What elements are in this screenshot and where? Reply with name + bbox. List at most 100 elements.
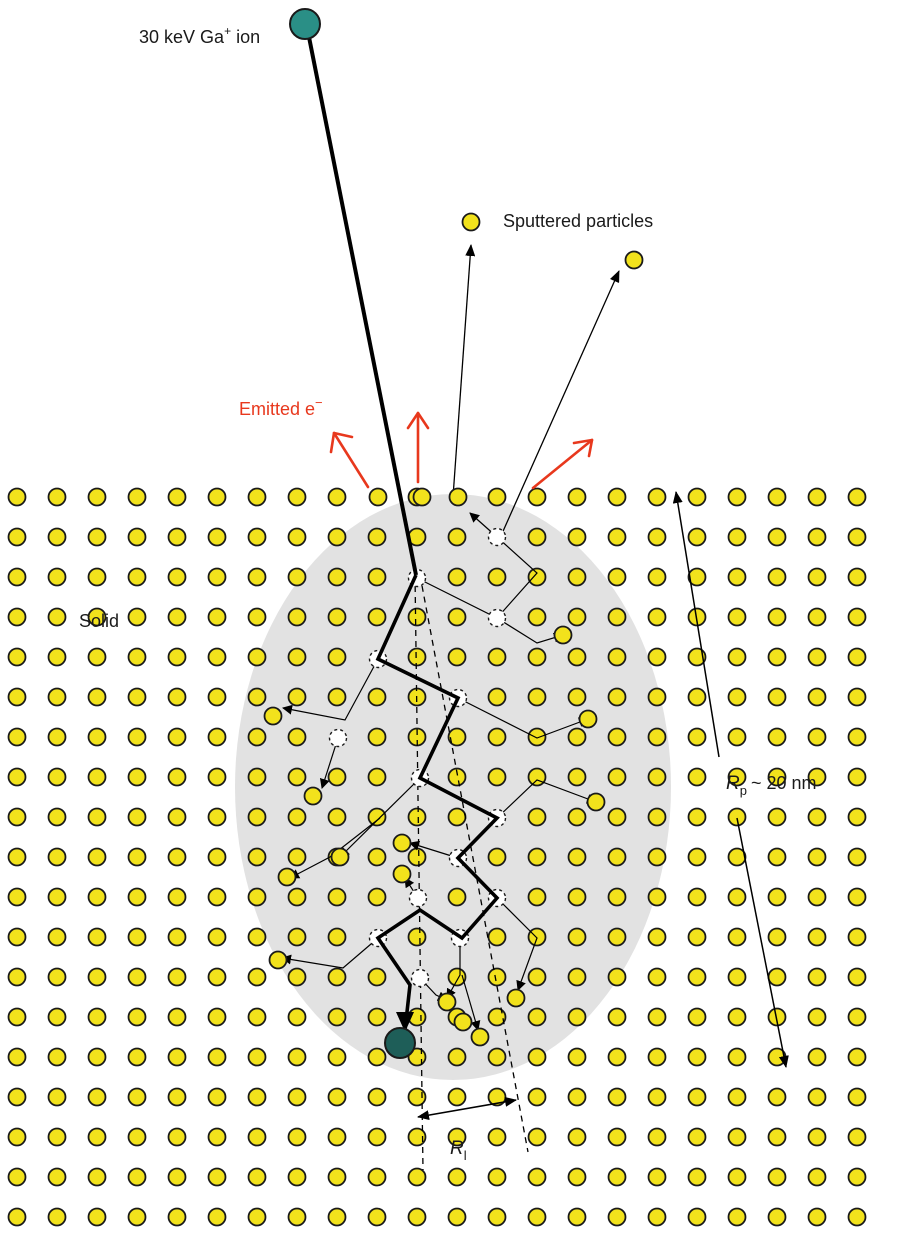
lattice-atom bbox=[487, 927, 507, 947]
lattice-atom bbox=[847, 967, 867, 987]
lattice-atom bbox=[207, 1127, 227, 1147]
lattice-atom bbox=[847, 887, 867, 907]
displaced-atom bbox=[330, 847, 350, 867]
lattice-atom bbox=[407, 1207, 427, 1227]
lattice-atom bbox=[327, 1007, 347, 1027]
lattice-atom bbox=[7, 567, 27, 587]
lattice-atom bbox=[87, 1047, 107, 1067]
lattice-atom bbox=[367, 847, 387, 867]
lattice-atom bbox=[247, 647, 267, 667]
lattice-atom bbox=[367, 527, 387, 547]
displaced-atom bbox=[412, 487, 432, 507]
lattice-atom bbox=[327, 927, 347, 947]
ion-path-arrowhead bbox=[396, 1012, 414, 1032]
lattice-atom bbox=[287, 1007, 307, 1027]
straggle-guide-left bbox=[414, 574, 424, 1171]
lattice-atom bbox=[767, 807, 787, 827]
lattice-atom bbox=[287, 807, 307, 827]
lattice-atom bbox=[727, 927, 747, 947]
lattice-atom bbox=[167, 767, 187, 787]
lattice-atom bbox=[607, 1207, 627, 1227]
lattice-atom bbox=[327, 647, 347, 667]
lattice-atom bbox=[367, 967, 387, 987]
lattice-atom bbox=[767, 767, 787, 787]
displaced-atom bbox=[624, 250, 644, 270]
lattice-atom bbox=[487, 767, 507, 787]
lattice-atom bbox=[567, 607, 587, 627]
lattice-atom bbox=[687, 567, 707, 587]
lattice-atom bbox=[767, 1087, 787, 1107]
lattice-atom bbox=[207, 847, 227, 867]
lattice-atom bbox=[687, 1087, 707, 1107]
lattice-atom bbox=[127, 687, 147, 707]
lattice-atom bbox=[207, 967, 227, 987]
lattice-atom bbox=[647, 1127, 667, 1147]
lattice-atom bbox=[327, 767, 347, 787]
lattice-atom bbox=[167, 1127, 187, 1147]
lattice-atom bbox=[687, 807, 707, 827]
lattice-atom bbox=[47, 1207, 67, 1227]
lattice-atom bbox=[7, 1167, 27, 1187]
lattice-atom bbox=[207, 1047, 227, 1067]
lattice-atom bbox=[167, 527, 187, 547]
lattice-atom bbox=[727, 767, 747, 787]
lattice-atom bbox=[47, 647, 67, 667]
lattice-atom bbox=[607, 967, 627, 987]
recoil-path bbox=[289, 817, 381, 879]
lattice-atom bbox=[47, 1047, 67, 1067]
lattice-atom bbox=[687, 487, 707, 507]
lattice-atom bbox=[807, 607, 827, 627]
lattice-atom bbox=[167, 1167, 187, 1187]
recoil-path bbox=[319, 737, 339, 789]
emitted-electron-arrow bbox=[406, 411, 430, 484]
lattice-atom bbox=[447, 607, 467, 627]
lattice-atom bbox=[287, 647, 307, 667]
lattice-atom bbox=[527, 607, 547, 627]
lattice-atom bbox=[607, 527, 627, 547]
lattice-atom bbox=[247, 887, 267, 907]
lattice-atom bbox=[167, 607, 187, 627]
lattice-atom bbox=[727, 487, 747, 507]
displaced-atom bbox=[392, 833, 412, 853]
lattice-atom bbox=[287, 1087, 307, 1107]
lattice-atom bbox=[207, 607, 227, 627]
lattice-atom bbox=[567, 1207, 587, 1227]
ion-label: 30 keV Ga+ ion bbox=[139, 24, 260, 47]
displaced-atom bbox=[453, 1012, 473, 1032]
lattice-atom bbox=[47, 1087, 67, 1107]
lattice-atom bbox=[287, 567, 307, 587]
lattice-atom bbox=[327, 567, 347, 587]
lattice-atom bbox=[447, 1047, 467, 1067]
lattice-atom bbox=[87, 807, 107, 827]
lattice-atom bbox=[567, 807, 587, 827]
lattice-atom bbox=[807, 1007, 827, 1027]
emitted-electron-arrow bbox=[329, 431, 370, 489]
lattice-atom bbox=[607, 847, 627, 867]
lattice-atom bbox=[407, 927, 427, 947]
lattice-atom bbox=[527, 527, 547, 547]
lattice-atom bbox=[7, 487, 27, 507]
lattice-atom bbox=[47, 687, 67, 707]
lattice-atom bbox=[687, 1007, 707, 1027]
rp-arrow-down bbox=[736, 817, 789, 1068]
rl-label: Rl bbox=[450, 1138, 467, 1163]
lattice-atom bbox=[647, 727, 667, 747]
lattice-atom bbox=[407, 1127, 427, 1147]
lattice-atom bbox=[687, 687, 707, 707]
lattice-atom bbox=[327, 1047, 347, 1067]
lattice-atom bbox=[247, 967, 267, 987]
sputter-arrow bbox=[452, 244, 476, 498]
lattice-atom bbox=[207, 1167, 227, 1187]
lattice-atom bbox=[367, 1207, 387, 1227]
lattice-atom bbox=[87, 1087, 107, 1107]
lattice-atom bbox=[647, 887, 667, 907]
emitted-electron-arrow bbox=[531, 438, 594, 490]
lattice-atom bbox=[327, 887, 347, 907]
sputtered-particles-label: Sputtered particles bbox=[503, 211, 653, 231]
lattice-atom bbox=[767, 647, 787, 667]
lattice-atom bbox=[167, 1087, 187, 1107]
lattice-atom bbox=[687, 1167, 707, 1187]
vacancy bbox=[328, 728, 348, 748]
lattice-atom bbox=[567, 847, 587, 867]
atom-lattice bbox=[7, 487, 867, 1227]
